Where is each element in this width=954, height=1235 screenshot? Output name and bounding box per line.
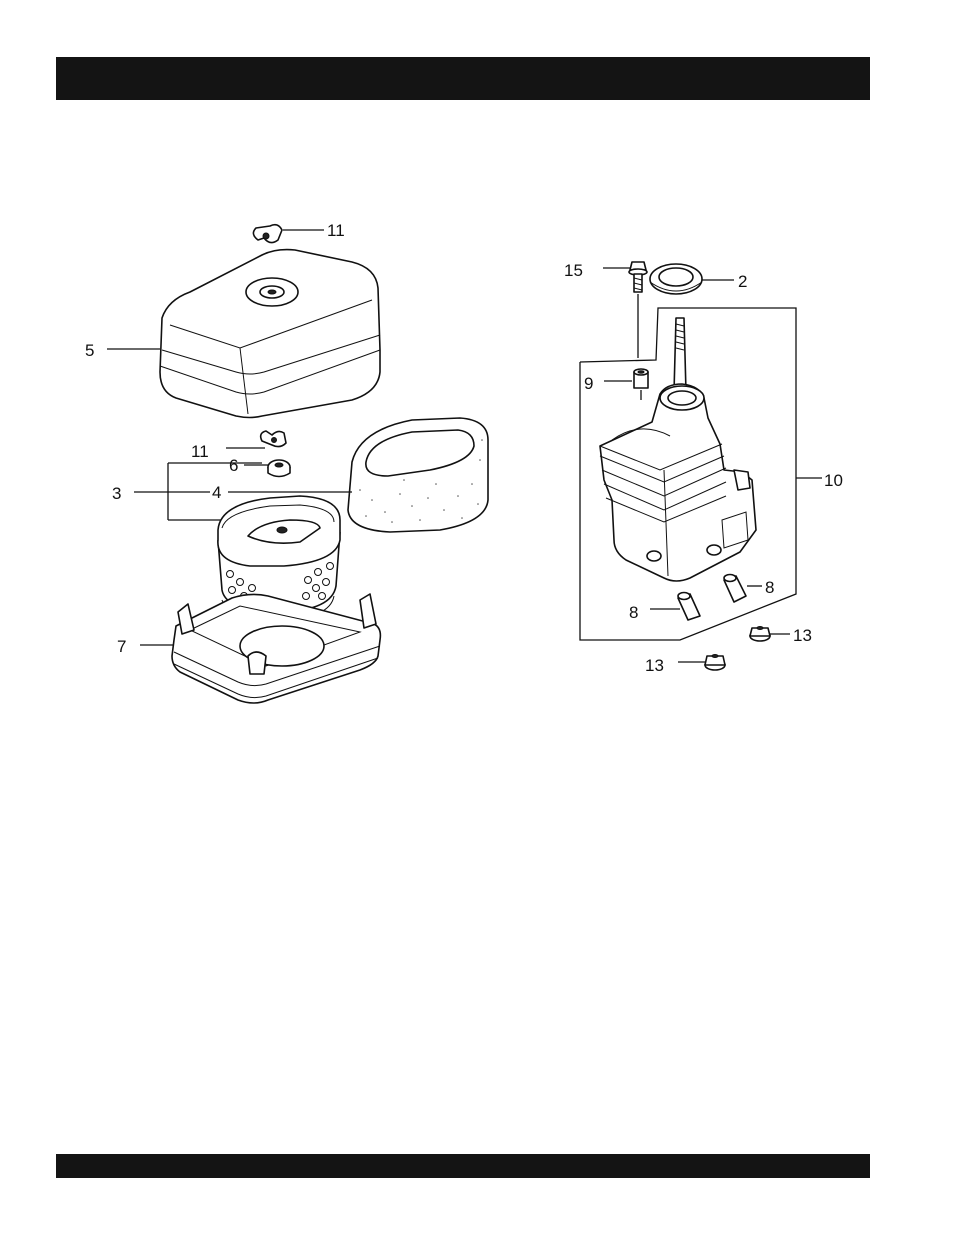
callout-3: 3	[112, 484, 121, 503]
foam-element	[348, 418, 488, 532]
callout-8-right: 8	[765, 578, 774, 597]
callout-10: 10	[824, 471, 843, 490]
flange-nut-left	[705, 655, 725, 671]
callout-8-left: 8	[629, 603, 638, 622]
callout-13-left: 13	[645, 656, 664, 675]
grommet	[268, 460, 290, 477]
wing-nut-mid	[261, 431, 286, 447]
callout-15: 15	[564, 261, 583, 280]
callout-4: 4	[212, 483, 221, 502]
callout-11-top: 11	[327, 221, 345, 240]
flange-bolt	[629, 262, 647, 292]
flange-nut-right	[750, 627, 770, 642]
gasket-ring	[650, 264, 702, 294]
pipe-left	[678, 593, 700, 621]
wing-nut-top	[253, 225, 282, 243]
callout-9: 9	[584, 374, 593, 393]
pipe-right	[724, 575, 746, 603]
callout-2: 2	[738, 272, 747, 291]
collar	[634, 369, 648, 388]
callout-6: 6	[229, 456, 238, 475]
callout-7: 7	[117, 637, 126, 656]
air-cleaner-base	[172, 594, 380, 703]
air-cleaner-elbow	[600, 384, 756, 581]
callout-5: 5	[85, 341, 94, 360]
air-cleaner-cover	[160, 250, 380, 418]
callout-13-right: 13	[793, 626, 812, 645]
stud	[674, 318, 686, 392]
callout-11-mid: 11	[191, 442, 209, 461]
